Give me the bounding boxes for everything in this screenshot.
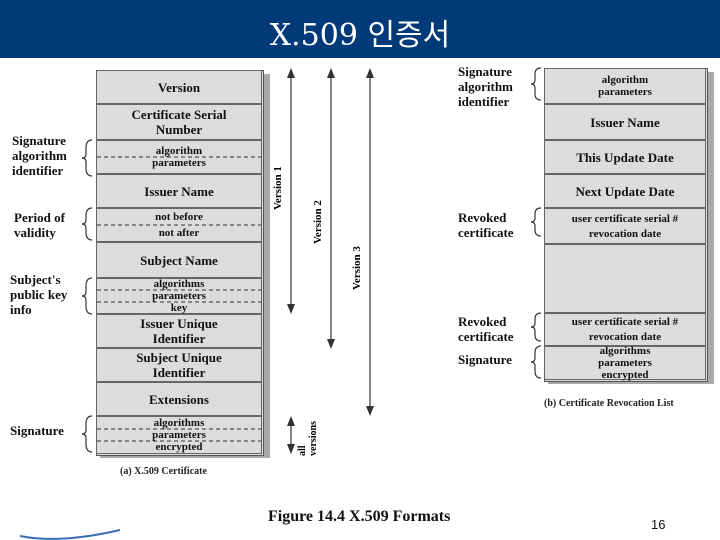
label-signature-algorithm-identifier: Signature algorithm identifier: [12, 133, 67, 178]
arrowhead: [287, 444, 295, 454]
cert-issuer-unique-id: Issuer Unique Identifier: [96, 314, 262, 348]
brace-revoked-1: [530, 207, 542, 237]
caption-x509-certificate: (a) X.509 Certificate: [120, 466, 207, 477]
page-number: 16: [651, 517, 666, 532]
cert-signature: algorithms parameters encrypted: [96, 416, 262, 454]
brace-signature: [81, 415, 93, 453]
cert-signature-algorithm: algorithm parameters: [96, 140, 262, 174]
label-revoked-certificate-1: Revoked certificate: [458, 210, 514, 240]
crl-issuer-name: Issuer Name: [544, 104, 706, 140]
label-revoked-certificate-2: Revoked certificate: [458, 314, 514, 344]
label-signature: Signature: [10, 423, 64, 438]
arrowhead: [287, 68, 295, 78]
arrowhead: [327, 339, 335, 349]
brace-crl-sig-alg: [530, 67, 542, 101]
arrowhead: [366, 406, 374, 416]
logo-swoosh: [19, 529, 121, 540]
cert-serial-number: Certificate Serial Number: [96, 104, 262, 140]
crl-ellipsis-area: [544, 244, 706, 313]
label-version-2: Version 2: [312, 200, 324, 244]
brace-crl-signature: [530, 345, 542, 379]
cert-extensions: Extensions: [96, 382, 262, 416]
brace-public-key: [81, 277, 93, 315]
caption-crl: (b) Certificate Revocation List: [544, 398, 674, 409]
label-version-3: Version 3: [351, 246, 363, 290]
arrowhead: [366, 68, 374, 78]
cert-subject-unique-id: Subject Unique Identifier: [96, 348, 262, 382]
cert-public-key-info: algorithms parameters key: [96, 278, 262, 314]
label-version-1: Version 1: [272, 166, 284, 210]
arrowhead: [287, 304, 295, 314]
crl-this-update: This Update Date: [544, 140, 706, 174]
label-crl-signature-algorithm-identifier: Signature algorithm identifier: [458, 64, 513, 109]
figure-caption: Figure 14.4 X.509 Formats: [268, 508, 451, 525]
label-all-versions: all versions: [297, 421, 319, 456]
cert-subject-name: Subject Name: [96, 242, 262, 278]
cert-validity: not before not after: [96, 208, 262, 242]
crl-revoked-certificate-1: user certificate serial # revocation dat…: [544, 208, 706, 244]
brace-validity: [81, 207, 93, 241]
crl-next-update: Next Update Date: [544, 174, 706, 208]
brace-revoked-2: [530, 312, 542, 342]
cert-issuer-name: Issuer Name: [96, 174, 262, 208]
slide-title: X.509 인증서: [269, 18, 451, 53]
label-crl-signature: Signature: [458, 352, 512, 367]
label-subject-public-key-info: Subject's public key info: [10, 272, 68, 317]
arrowhead: [327, 68, 335, 78]
crl-revoked-certificate-2: user certificate serial # revocation dat…: [544, 313, 706, 346]
cert-version: Version: [96, 70, 262, 104]
crl-signature: algorithms parameters encrypted: [544, 345, 706, 381]
brace-sig-alg: [81, 139, 93, 177]
title-bar: [0, 0, 720, 58]
crl-signature-algorithm: algorithm parameters: [544, 68, 706, 104]
arrowhead: [287, 416, 295, 426]
label-period-of-validity: Period of validity: [14, 210, 65, 240]
